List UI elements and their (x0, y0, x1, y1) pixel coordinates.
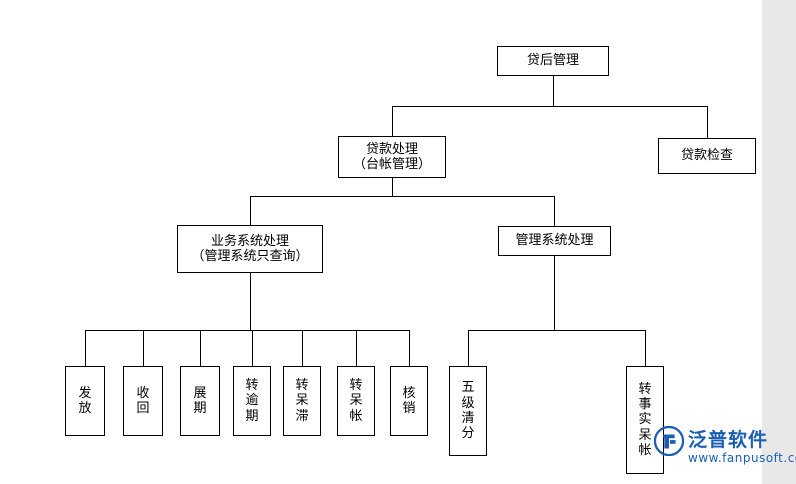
connector-level1-bus (392, 106, 707, 107)
node-leaf-to-actual-baddebt-label: 转事实呆帐 (638, 381, 652, 458)
connector-to-mgmt-sys (554, 196, 555, 226)
connector-to-leaf-6 (356, 330, 357, 366)
connector-to-leaf-1 (85, 330, 86, 366)
connector-to-leaf-7 (409, 330, 410, 366)
node-leaf-recovery[interactable]: 收回 (123, 366, 163, 436)
node-loan-processing[interactable]: 贷款处理 （台帐管理） (338, 136, 446, 178)
node-business-system[interactable]: 业务系统处理 （管理系统只查询） (177, 225, 323, 273)
connector-to-leaf-5 (302, 330, 303, 366)
connector-level2-bus (250, 196, 555, 197)
page-margin-strip (762, 0, 796, 484)
node-management-system-label: 管理系统处理 (515, 233, 594, 249)
node-loan-check-label: 贷款检查 (680, 148, 733, 164)
connector-to-biz-sys (250, 196, 251, 225)
connector-to-leaf-2 (143, 330, 144, 366)
fanpu-logo-icon (654, 426, 684, 456)
node-root[interactable]: 贷后管理 (497, 46, 609, 76)
watermark: 泛普软件 www.fanpusoft.com (654, 424, 796, 474)
connector-to-leaf-8 (468, 330, 469, 366)
node-leaf-to-baddebt-label: 转呆帐 (349, 378, 363, 424)
watermark-title: 泛普软件 (688, 429, 769, 451)
connector-to-leaf-9 (645, 330, 646, 366)
node-leaf-writeoff[interactable]: 核销 (390, 366, 428, 436)
node-leaf-extension[interactable]: 展期 (180, 366, 220, 436)
node-leaf-to-sluggish-label: 转呆滞 (295, 378, 309, 424)
connector-root-down (553, 76, 554, 106)
node-root-label: 贷后管理 (526, 53, 579, 69)
node-loan-check[interactable]: 贷款检查 (658, 138, 756, 174)
node-leaf-to-overdue-label: 转逾期 (245, 378, 259, 424)
node-leaf-disbursement-label: 发放 (78, 385, 92, 416)
node-leaf-five-category-label: 五级清分 (461, 380, 475, 442)
node-business-system-label: 业务系统处理 （管理系统只查询） (191, 233, 309, 264)
node-management-system[interactable]: 管理系统处理 (498, 226, 611, 256)
connector-to-loan-proc (392, 106, 393, 136)
node-leaf-to-actual-baddebt[interactable]: 转事实呆帐 (626, 366, 664, 474)
node-leaf-five-category[interactable]: 五级清分 (449, 366, 487, 456)
connector-loan-proc-down (392, 178, 393, 196)
connector-leaf-bus-left (85, 330, 409, 331)
watermark-subtitle: www.fanpusoft.com (688, 451, 796, 465)
connector-to-leaf-3 (200, 330, 201, 366)
node-leaf-extension-label: 展期 (193, 385, 207, 416)
connector-to-loan-check (707, 106, 708, 138)
node-leaf-to-sluggish[interactable]: 转呆滞 (283, 366, 321, 436)
node-leaf-writeoff-label: 核销 (402, 385, 416, 416)
node-leaf-to-overdue[interactable]: 转逾期 (233, 366, 271, 436)
connector-mgmt-sys-down (554, 256, 555, 330)
node-leaf-recovery-label: 收回 (136, 385, 150, 416)
connector-to-leaf-4 (252, 330, 253, 366)
node-loan-processing-label: 贷款处理 （台帐管理） (352, 141, 431, 172)
connector-leaf-bus-right (468, 330, 645, 331)
connector-biz-sys-down (250, 273, 251, 330)
node-leaf-to-baddebt[interactable]: 转呆帐 (337, 366, 375, 436)
node-leaf-disbursement[interactable]: 发放 (65, 366, 105, 436)
